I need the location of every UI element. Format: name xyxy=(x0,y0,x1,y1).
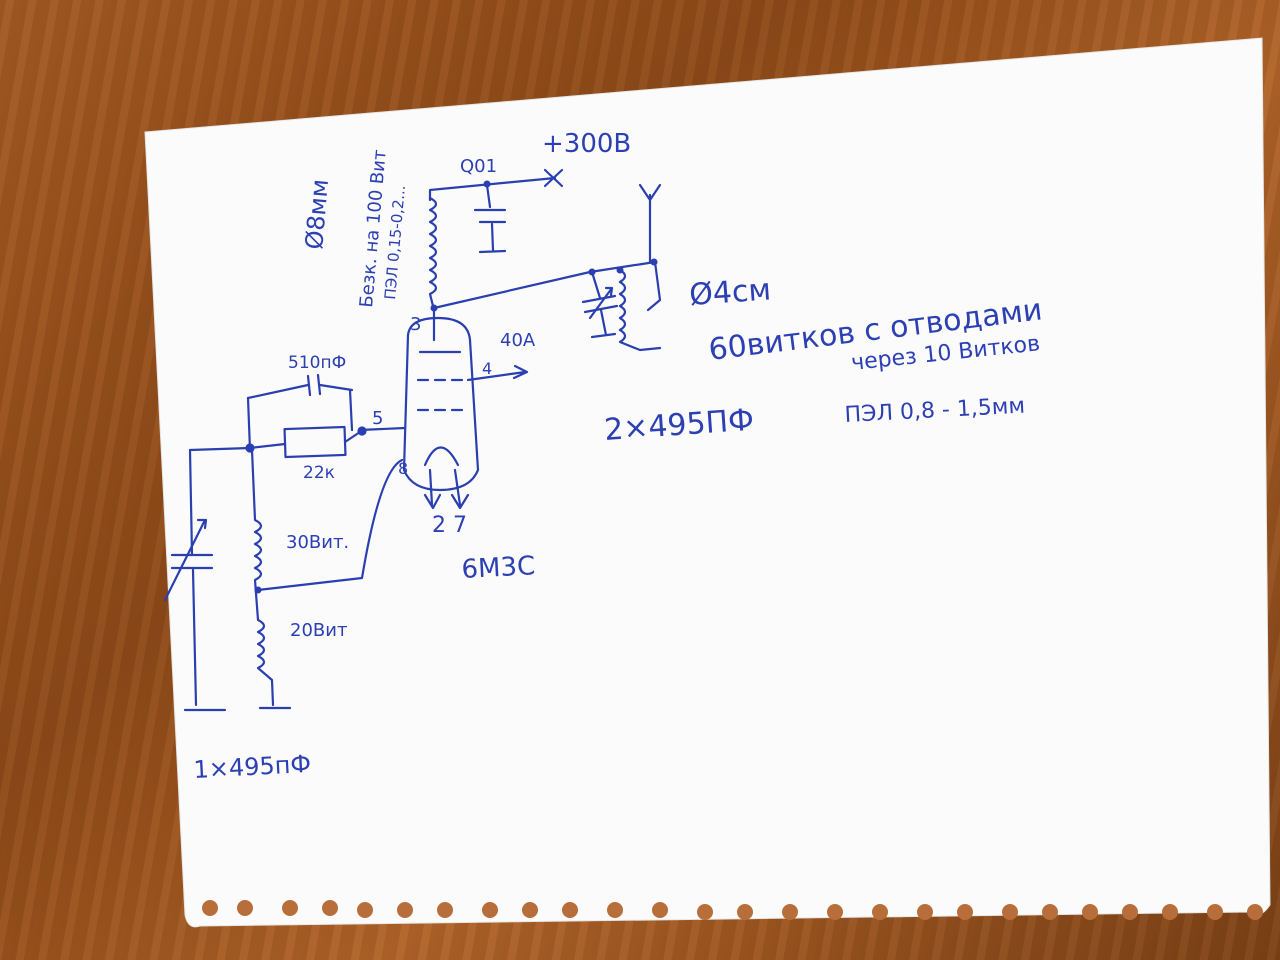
label-pin3: 3 xyxy=(410,314,421,335)
label-pin8: 8 xyxy=(398,459,408,478)
perforation-holes xyxy=(202,900,1263,920)
label-output-current: 40А xyxy=(500,330,536,351)
label-coil-top-turns: 30Вит. xyxy=(286,532,349,553)
label-pins-27: 2 7 xyxy=(432,513,467,538)
label-grid-cap: 510пФ xyxy=(288,353,346,373)
label-coil-bottom-turns: 20Вит xyxy=(290,620,347,641)
label-plate-diameter: Ø8мм xyxy=(300,178,334,251)
label-pin4: 4 xyxy=(482,359,492,378)
label-tank-diameter: Ø4см xyxy=(688,272,772,313)
label-tube-type: 6М3С xyxy=(461,551,536,585)
label-pin5: 5 xyxy=(372,408,383,429)
label-grid-res: 22к xyxy=(303,463,335,483)
label-supply-voltage: +300В xyxy=(542,129,631,159)
junction-dots xyxy=(254,180,658,594)
label-supply-cap: Q01 xyxy=(460,156,497,177)
label-input-cap: 1×495пФ xyxy=(193,750,312,784)
circuit-wiring xyxy=(163,168,662,712)
